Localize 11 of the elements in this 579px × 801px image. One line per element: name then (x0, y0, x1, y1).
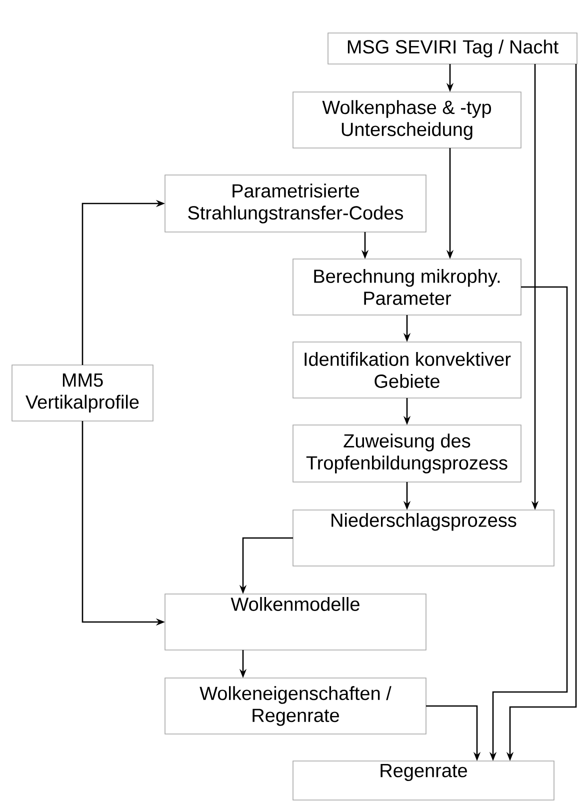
process-box: Identifikation konvektiver Gebiete (292, 342, 522, 398)
process-box: Wolkenmodelle (164, 594, 426, 650)
process-box: Wolkenphase & -typ Unterscheidung (292, 92, 522, 148)
process-box: Niederschlagsprozess (292, 510, 554, 566)
process-box: Zuweisung des Tropfenbildungsprozess (292, 424, 522, 482)
input-box: MSG SEVIRI Tag / Nacht (328, 32, 578, 64)
process-box: Wolkeneigenschaften / Regenrate (164, 678, 426, 734)
input-box: MM5 Vertikalprofile (12, 364, 154, 422)
process-box: Regenrate (292, 760, 554, 800)
process-box: Berechnung mikrophy. Parameter (292, 258, 522, 316)
process-box: Parametrisierte Strahlungstransfer-Codes (164, 174, 426, 232)
